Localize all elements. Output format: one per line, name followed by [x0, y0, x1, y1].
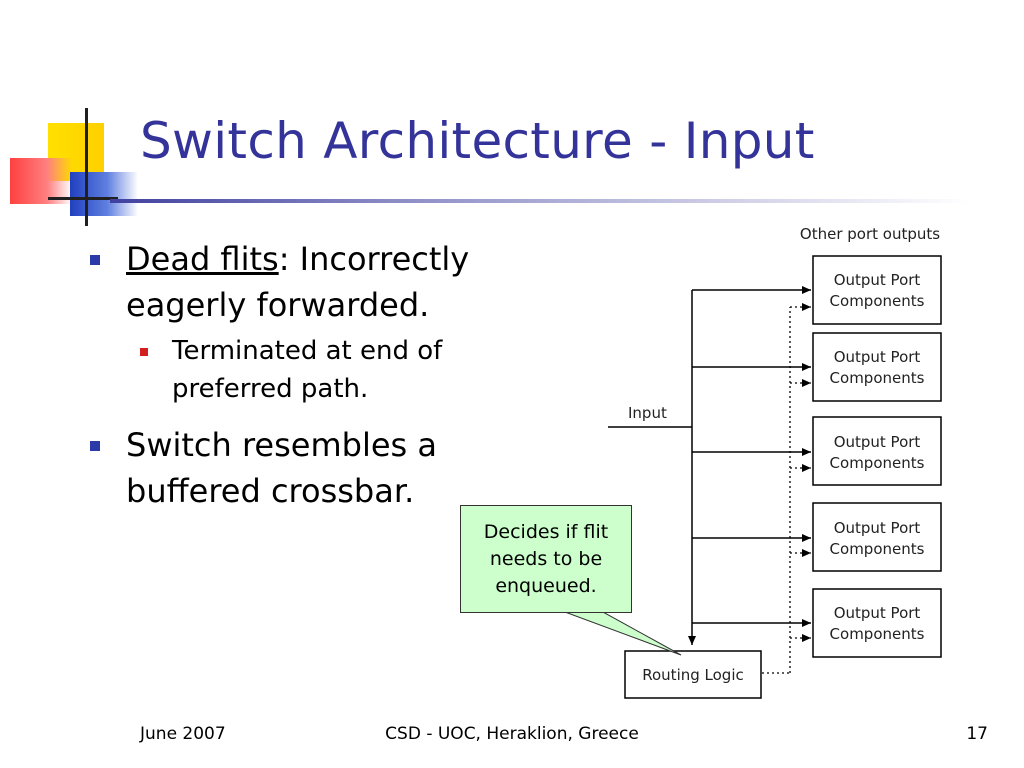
- output-port-box-3: Output Port Components: [812, 416, 942, 486]
- svg-text:Output Port: Output Port: [834, 348, 921, 366]
- bullet-list: Dead flits: Incorrectly eagerly forwarde…: [88, 236, 518, 518]
- callout-pointer: [564, 611, 682, 656]
- title-underline: [110, 199, 970, 203]
- sub-bullet-text: Terminated at end of preferred path.: [172, 336, 443, 404]
- other-port-outputs-label: Other port outputs: [800, 225, 940, 243]
- output-port-box-4: Output Port Components: [812, 502, 942, 572]
- callout-box: Decides if flit needs to be enqueued.: [460, 505, 632, 613]
- switch-crossbar-text: Switch resembles a buffered crossbar.: [126, 426, 437, 510]
- svg-text:Output Port: Output Port: [834, 433, 921, 451]
- output-port-box-2: Output Port Components: [812, 332, 942, 402]
- bullet-square-icon: [90, 441, 100, 451]
- footer-page-number: 17: [966, 724, 988, 744]
- svg-text:Components: Components: [830, 292, 925, 310]
- sub-bullet-square-icon: [140, 348, 148, 356]
- svg-text:Output Port: Output Port: [834, 604, 921, 622]
- sub-bullet-terminated: Terminated at end of preferred path.: [88, 332, 518, 408]
- slide-title: Switch Architecture - Input: [140, 112, 815, 170]
- logo-red-square: [10, 158, 72, 204]
- dead-flits-text: : Incorrectly eagerly forwarded.: [126, 240, 470, 324]
- output-port-box-1: Output Port Components: [812, 255, 942, 325]
- callout-text: Decides if flit needs to be enqueued.: [484, 519, 608, 600]
- svg-text:Components: Components: [830, 369, 925, 387]
- logo-vertical-line: [85, 108, 88, 226]
- svg-text:Components: Components: [830, 454, 925, 472]
- routing-feedback-lines: [762, 303, 811, 674]
- svg-text:Components: Components: [830, 625, 925, 643]
- output-port-box-5: Output Port Components: [812, 588, 942, 658]
- routing-logic-box: Routing Logic: [624, 650, 762, 699]
- bullet-square-icon: [90, 255, 100, 265]
- svg-text:Routing Logic: Routing Logic: [642, 666, 743, 684]
- dead-flits-term: Dead flits: [126, 240, 279, 278]
- bullet-dead-flits: Dead flits: Incorrectly eagerly forwarde…: [88, 236, 518, 328]
- footer-date: June 2007: [140, 724, 226, 744]
- callout-line-2: needs to be: [489, 547, 603, 570]
- svg-text:Output Port: Output Port: [834, 519, 921, 537]
- footer-center: CSD - UOC, Heraklion, Greece: [385, 724, 639, 744]
- logo-horizontal-line: [48, 197, 118, 200]
- callout-line-1: Decides if flit: [483, 520, 609, 543]
- logo: [0, 0, 150, 240]
- svg-text:Output Port: Output Port: [834, 271, 921, 289]
- callout-line-3: enqueued.: [495, 574, 597, 597]
- logo-blue-square: [70, 172, 138, 216]
- input-label: Input: [628, 404, 667, 422]
- svg-text:Components: Components: [830, 540, 925, 558]
- bullet-switch-crossbar: Switch resembles a buffered crossbar.: [88, 422, 518, 514]
